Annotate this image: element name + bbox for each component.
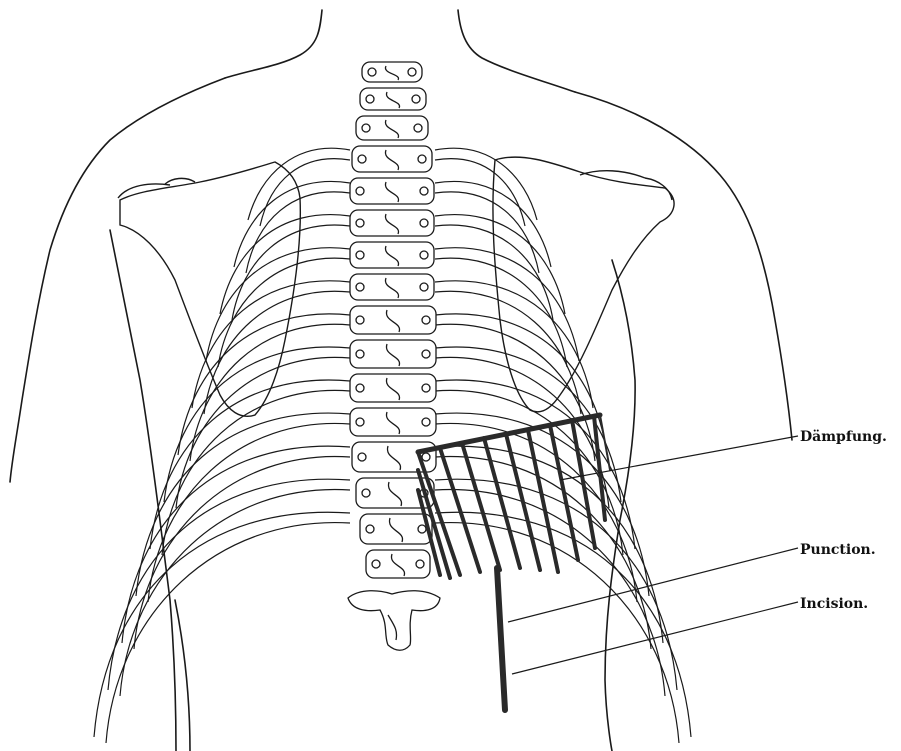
left-rib [136,413,350,596]
left-rib [178,314,350,455]
hatch-line [550,425,578,560]
vertebra-body [350,408,436,436]
right-rib-inner [435,192,539,273]
vertebra [350,242,434,268]
vertebra [360,514,432,544]
label-punction: Punction. [800,542,876,558]
left-rib [220,215,350,314]
left-rib [108,479,350,690]
hatch-line [440,448,480,572]
right-rib [435,314,607,455]
vertebra-body [362,62,422,82]
right-rib-inner [435,258,567,367]
right-ribs [435,148,691,743]
hatch-right-border [600,415,610,470]
left-ribs [94,148,350,743]
leader-line-punction [508,548,798,622]
daempfung-hatched-area [418,415,610,578]
vertebra-body [350,210,434,236]
leader-line-incision [512,602,798,674]
label-incision: Incision. [800,596,868,612]
vertebral-column [350,62,436,578]
left-rib-inner [218,258,350,367]
vertebra [350,340,436,368]
hatch-line [462,443,500,570]
right-rib [435,479,677,690]
left-rib [206,248,350,361]
vertebra-body [356,116,428,140]
vertebra-body [350,178,434,204]
right-rib [435,215,565,314]
vertebra [350,374,436,402]
vertebra [350,306,436,334]
vertebra-body [360,514,432,544]
vertebra [350,210,434,236]
vertebra-body [350,242,434,268]
vertebra [350,408,436,436]
vertebra [362,62,422,82]
vertebra-body [352,146,432,172]
vertebra-body [366,550,430,578]
vertebra-body [350,374,436,402]
incision-mark [497,568,505,710]
vertebra [350,274,434,300]
vertebra-body [350,274,434,300]
sacrum [348,591,440,651]
leader-lines [508,436,798,674]
vertebra [352,146,432,172]
hatch-line [484,438,520,568]
vertebra [360,88,426,110]
label-daempfung: Dämpfung. [800,429,887,445]
vertebra [350,178,434,204]
vertebra [366,550,430,578]
vertebra [356,116,428,140]
vertebra-body [360,88,426,110]
vertebra-body [350,306,436,334]
vertebra-body [350,340,436,368]
left-rib [94,512,350,737]
right-rib [435,248,579,361]
